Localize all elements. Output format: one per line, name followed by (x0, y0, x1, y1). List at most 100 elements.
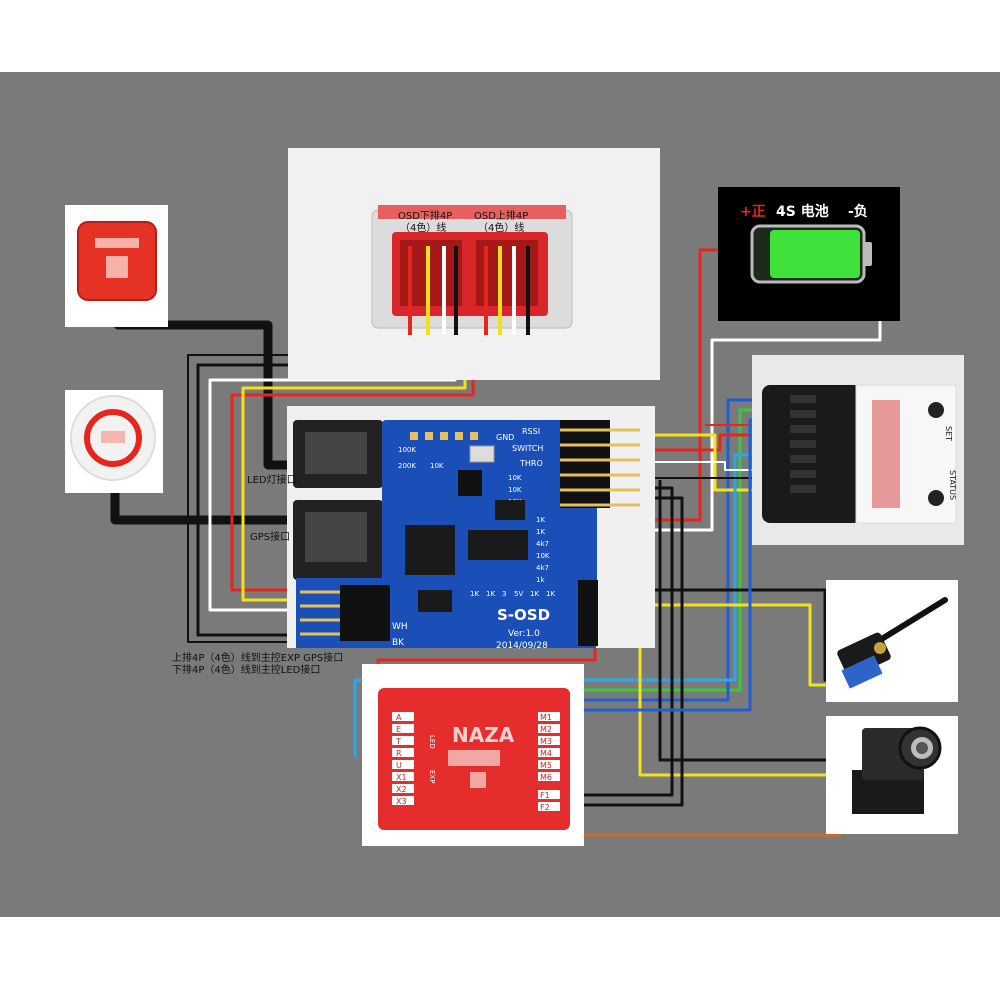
connector-red-top (378, 205, 566, 219)
naza-left-pin-x2: X2 (396, 785, 407, 794)
naza-right-pin-slot (538, 760, 560, 769)
receiver-sticker (872, 400, 900, 508)
naza-right-pin-m5: M5 (540, 761, 552, 770)
osd-header-label-rssi: RSSI (522, 427, 540, 436)
left-pin-label-wh: WH (392, 622, 408, 632)
naza-left-pin-e: E (396, 725, 401, 734)
transmitter-antenna-icon (837, 597, 948, 689)
osd-header-pins-top (410, 432, 478, 440)
naza-left-pin-x3: X3 (396, 797, 407, 806)
naza-panel: NAZA LED EXP A E T R U X1 X2 X3 (362, 664, 584, 846)
receiver-pin (790, 485, 816, 493)
battery-positive-label: +正 (740, 204, 766, 220)
gps-port-inner (305, 512, 367, 562)
naza-right-pin-f2: F2 (540, 803, 550, 812)
naza-left-pin-a: A (396, 713, 402, 722)
naza-right-pin-m3: M3 (540, 737, 552, 746)
osd-model-label: S-OSD (497, 606, 550, 624)
naza-left-pin-r: R (396, 749, 402, 758)
naza-exp-group: EXP (428, 770, 436, 783)
naza-left-pin-x1: X1 (396, 773, 407, 782)
osd-right-header (560, 420, 610, 646)
receiver-pin (790, 455, 816, 463)
led-port-label: LED灯接口 (247, 473, 297, 486)
transmitter-panel (826, 580, 958, 702)
side-pin-label-4: 4k7 (536, 564, 549, 572)
resistor-label-right-1: 10K (508, 486, 522, 494)
bottom-label-3: 5V (514, 590, 523, 598)
naza-right-pin-m2: M2 (540, 725, 552, 734)
receiver-status-led (928, 490, 944, 506)
naza-left-pin-t: T (395, 737, 401, 746)
naza-left-pin-slot (392, 772, 414, 781)
transmitter-background (826, 580, 958, 702)
receiver-set-label: SET (944, 426, 953, 441)
gps-module-chip (106, 256, 128, 278)
bottom-label-5: 1K (546, 590, 555, 598)
naza-left-pin-slot (392, 796, 414, 805)
receiver-status-label: STATUS (948, 470, 957, 500)
naza-right-pin-f1: F1 (540, 791, 550, 800)
naza-right-pin-slot (538, 748, 560, 757)
gps-port-label: GPS接口 (250, 530, 290, 543)
side-pin-label-1: 1K (536, 528, 545, 536)
osd-right-pins (560, 428, 640, 507)
connector-lower-row-sub: （4色）线 (400, 221, 446, 234)
connector-upper-row-sub: （4色）线 (478, 221, 524, 234)
resistor-label-left-2: 10K (430, 462, 444, 470)
connector-photo: OSD下排4P （4色）线 OSD上排4P （4色）线 (288, 148, 660, 380)
osd-chip-video (468, 530, 528, 560)
battery-tip (864, 242, 872, 266)
receiver-pin (790, 470, 816, 478)
note-line-2: 下排4P（4色）线到主控LED接口 (172, 663, 320, 676)
transmitter-connector (874, 642, 886, 654)
wire-f2-black (565, 496, 684, 807)
led-ring (84, 409, 142, 467)
connector-lower-row-label: OSD下排4P (398, 209, 452, 222)
naza-right-pin-slot (538, 724, 560, 733)
bottom-label-0: 1K (470, 590, 479, 598)
naza-right-pins (538, 712, 560, 811)
naza-left-pin-slot (392, 748, 414, 757)
led-port-inner (305, 432, 367, 474)
wire-f1-black (565, 486, 674, 797)
naza-right-pin-m4: M4 (540, 749, 552, 758)
receiver-pin (790, 395, 816, 403)
naza-left-pin-slot (392, 712, 414, 721)
naza-right-pin-slot (538, 772, 560, 781)
naza-right-pin-slot (538, 736, 560, 745)
naza-left-pin-u: U (396, 761, 402, 770)
right-header-block-lower (578, 580, 598, 646)
naza-left-pins (392, 712, 414, 805)
header-pin (425, 432, 433, 440)
battery-panel: +正 4S 电池 -负 (718, 187, 900, 321)
header-pin (440, 432, 448, 440)
side-pin-label-5: 1k (536, 576, 545, 584)
side-pin-label-2: 4k7 (536, 540, 549, 548)
receiver-pin (790, 425, 816, 433)
receiver-panel: SET STATUS (752, 355, 964, 545)
wire-led-thick (110, 482, 298, 525)
camera-panel (826, 716, 958, 834)
bottom-label-2: 3 (502, 590, 506, 598)
naza-right-pin-m1: M1 (540, 713, 552, 722)
osd-header-label-switch: SWITCH (512, 444, 543, 453)
gps-module (65, 205, 168, 327)
osd-header-label-thro: THRO (519, 459, 543, 468)
gps-module-label-plate (95, 238, 139, 248)
camera-lens-glass (916, 742, 928, 754)
naza-right-pin-slot (538, 712, 560, 721)
camera-icon (852, 726, 942, 814)
receiver-pin (790, 440, 816, 448)
bottom-label-1: 1K (486, 590, 495, 598)
battery-icon (750, 224, 872, 284)
wire-cam-black (658, 480, 850, 762)
naza-info-block (448, 750, 500, 766)
naza-right-pin-slot (538, 802, 560, 811)
resistor-label-left-0: 100K (398, 446, 416, 454)
connector-upper-row-label: OSD上排4P (474, 209, 528, 222)
transmitter-board (841, 655, 883, 689)
naza-left-pin-slot (392, 760, 414, 769)
naza-qr-block (470, 772, 486, 788)
